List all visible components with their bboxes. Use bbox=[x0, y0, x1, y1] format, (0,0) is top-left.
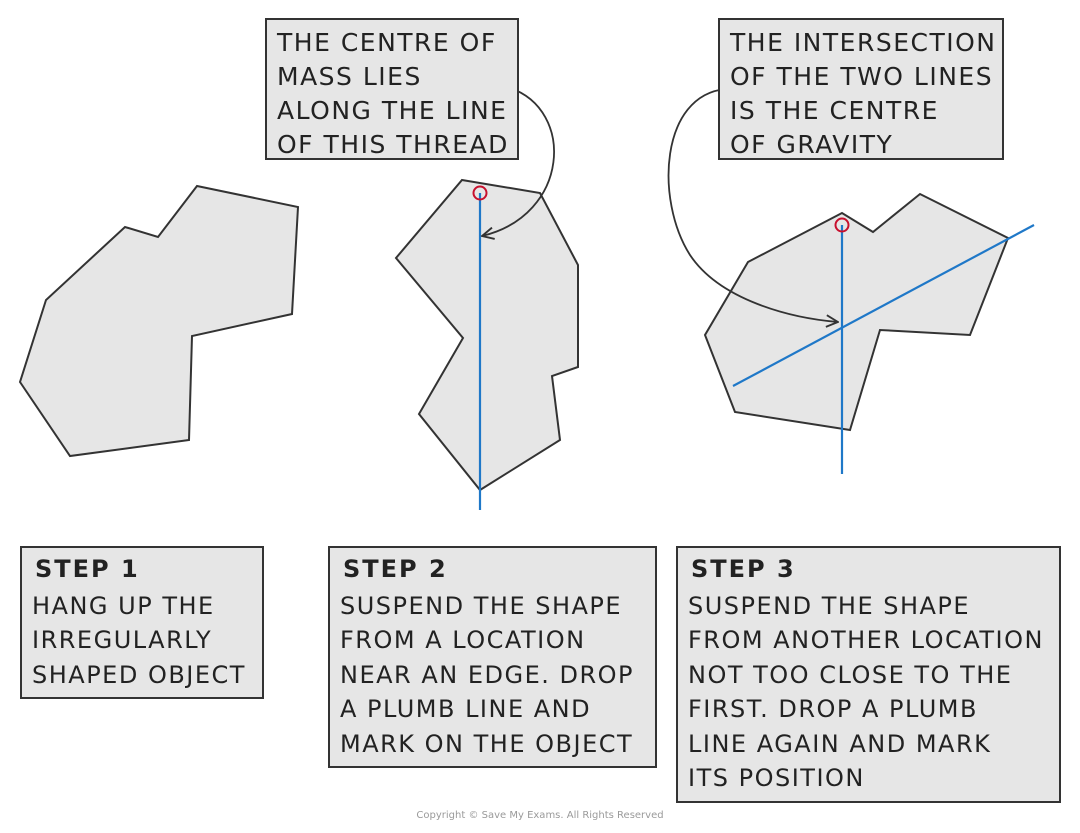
callout-line: ALONG THE LINE bbox=[277, 96, 508, 125]
step-1-line: SHAPED OBJECT bbox=[32, 660, 246, 689]
arrow-thread-callout bbox=[482, 87, 555, 236]
step-1-title: STEP 1 bbox=[35, 555, 140, 583]
arrow-intersection-callout bbox=[667, 88, 838, 322]
step-2-line: NEAR AN EDGE. DROP bbox=[340, 660, 635, 689]
callout-line: THE CENTRE OF bbox=[277, 28, 497, 57]
callout-line: IS THE CENTRE bbox=[730, 96, 939, 125]
callout-line: OF THE TWO LINES bbox=[730, 62, 994, 91]
callout-line: THE INTERSECTION bbox=[730, 28, 997, 57]
pivot-marker-step3 bbox=[834, 217, 850, 233]
suspended-shape-step2 bbox=[394, 178, 579, 492]
plumb-line-second bbox=[732, 224, 1035, 387]
step-3-line: FROM ANOTHER LOCATION bbox=[688, 626, 1044, 654]
irregular-shape-step1 bbox=[18, 184, 300, 458]
suspended-shape-step3 bbox=[703, 192, 1010, 432]
step-3-line: FIRST. DROP A PLUMB bbox=[688, 695, 978, 723]
pivot-marker-step2 bbox=[472, 185, 488, 201]
callout-intersection: THE INTERSECTION OF THE TWO LINES IS THE… bbox=[718, 18, 1004, 160]
callout-centre-of-mass: THE CENTRE OF MASS LIES ALONG THE LINE O… bbox=[265, 18, 519, 160]
step-3-title: STEP 3 bbox=[691, 555, 796, 583]
callout-line: OF THIS THREAD bbox=[277, 130, 509, 159]
step-2-line: MARK ON THE OBJECT bbox=[340, 729, 634, 758]
step-2-line: FROM A LOCATION bbox=[340, 626, 586, 654]
callout-line: MASS LIES bbox=[277, 62, 422, 91]
step-1-line: HANG UP THE bbox=[32, 591, 215, 620]
step-3-line: LINE AGAIN AND MARK bbox=[688, 729, 992, 758]
step-2-line: SUSPEND THE SHAPE bbox=[340, 591, 623, 620]
step-3-line: ITS POSITION bbox=[688, 764, 865, 792]
step-3-line: SUSPEND THE SHAPE bbox=[688, 591, 971, 620]
step-2-box: STEP 2 SUSPEND THE SHAPE FROM A LOCATION… bbox=[328, 546, 657, 768]
step-3-box: STEP 3 SUSPEND THE SHAPE FROM ANOTHER LO… bbox=[676, 546, 1061, 803]
step-3-line: NOT TOO CLOSE TO THE bbox=[688, 660, 1013, 689]
step-1-line: IRREGULARLY bbox=[32, 626, 213, 654]
step-2-line: A PLUMB LINE AND bbox=[340, 695, 592, 723]
copyright-notice: Copyright © Save My Exams. All Rights Re… bbox=[416, 810, 664, 821]
callout-line: OF GRAVITY bbox=[730, 130, 894, 159]
step-1-box: STEP 1 HANG UP THE IRREGULARLY SHAPED OB… bbox=[20, 546, 264, 699]
step-2-title: STEP 2 bbox=[343, 555, 448, 583]
